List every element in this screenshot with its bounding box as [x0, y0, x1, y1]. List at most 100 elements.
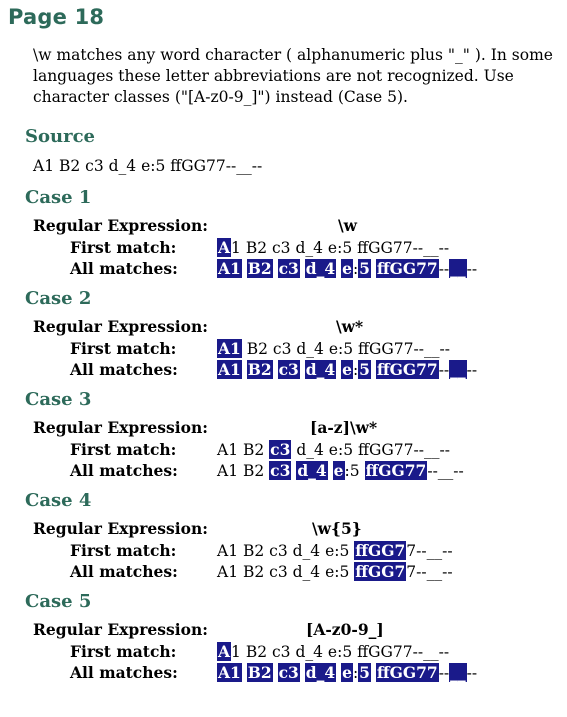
unmatched-text: --__-- — [427, 462, 464, 480]
match-highlight: ffGG77 — [375, 360, 439, 379]
unmatched-text: A1 B2 — [217, 441, 270, 459]
first-match-text: A1 B2 c3 d_4 e:5 ffGG77--__-- — [217, 339, 450, 358]
unmatched-text — [273, 361, 278, 379]
unmatched-text — [300, 664, 305, 682]
regex-label: Regular Expression: — [33, 418, 208, 437]
unmatched-text: A1 B2 c3 d_4 e:5 — [217, 542, 355, 560]
match-highlight: A1 — [217, 339, 242, 358]
all-match-text: A1 B2 c3 d_4 e:5 ffGG77--__-- — [217, 562, 453, 581]
all-match-text: A1 B2 c3 d_4 e:5 ffGG77--__-- — [217, 663, 477, 682]
match-highlight: c3 — [277, 259, 300, 278]
match-highlight: ffGG7 — [354, 541, 407, 560]
match-highlight: e — [332, 461, 345, 480]
unmatched-text — [242, 664, 247, 682]
match-highlight: e — [341, 663, 353, 682]
unmatched-text: : — [352, 664, 359, 682]
unmatched-text — [242, 260, 247, 278]
regex-value: \w — [338, 216, 358, 235]
match-highlight: ffGG77 — [375, 663, 439, 682]
unmatched-text: A1 B2 — [217, 462, 270, 480]
source-text: A1 B2 c3 d_4 e:5 ffGG77--__-- — [33, 157, 263, 175]
intro-paragraph: \w matches any word character ( alphanum… — [33, 46, 553, 106]
all-match-label: All matches: — [70, 461, 178, 480]
unmatched-text: : — [352, 260, 359, 278]
case-5-regex-row: Regular Expression:[A-z0-9_] — [33, 620, 533, 639]
match-highlight: ffGG77 — [364, 461, 428, 480]
page-title: Page 18 — [8, 5, 105, 29]
unmatched-text: -- — [438, 361, 450, 379]
match-highlight: d_4 — [304, 360, 337, 379]
match-highlight: e — [341, 360, 353, 379]
unmatched-text — [273, 260, 278, 278]
unmatched-text: -- — [466, 361, 478, 379]
case-4-first-row: First match:A1 B2 c3 d_4 e:5 ffGG77--__-… — [0, 541, 560, 561]
match-highlight: __ — [449, 360, 467, 379]
match-highlight: A1 — [217, 259, 242, 278]
unmatched-text: 7--__-- — [406, 563, 453, 581]
case-1-regex-row: Regular Expression:\w — [33, 216, 533, 235]
case-2-heading: Case 2 — [25, 288, 92, 309]
unmatched-text: A1 B2 c3 d_4 e:5 — [217, 563, 355, 581]
match-highlight: A1 — [217, 663, 242, 682]
match-highlight: __ — [449, 259, 467, 278]
first-match-label: First match: — [70, 238, 177, 257]
case-1-first-row: First match: A1 B2 c3 d_4 e:5 ffGG77--__-… — [0, 238, 560, 258]
case-2-all-row: All matches:A1 B2 c3 d_4 e:5 ffGG77--__-… — [0, 360, 560, 380]
first-match-label: First match: — [70, 642, 177, 661]
regex-value: \w* — [336, 317, 364, 336]
all-match-text: A1 B2 c3 d_4 e:5 ffGG77--__-- — [217, 259, 477, 278]
unmatched-text: 1 B2 c3 d_4 e:5 ffGG77--__-- — [231, 643, 450, 661]
case-3-first-row: First match:A1 B2 c3 d_4 e:5 ffGG77--__-… — [0, 440, 560, 460]
match-highlight: A — [217, 238, 232, 257]
match-highlight: d_4 — [304, 663, 337, 682]
all-match-label: All matches: — [70, 663, 178, 682]
case-3-all-row: All matches: A1 B2 c3 d_4 e:5 ffGG77--__-… — [0, 461, 560, 481]
unmatched-text: -- — [466, 260, 478, 278]
case-5-heading: Case 5 — [25, 591, 92, 612]
unmatched-text — [242, 361, 247, 379]
match-highlight: d_4 — [296, 461, 328, 480]
first-match-text: A1 B2 c3 d_4 e:5 ffGG77--__-- — [217, 238, 449, 257]
all-match-label: All matches: — [70, 562, 178, 581]
regex-label: Regular Expression: — [33, 317, 208, 336]
unmatched-text: d_4 e:5 ffGG77--__-- — [291, 441, 450, 459]
unmatched-text: -- — [438, 664, 450, 682]
case-2-regex-row: Regular Expression: \w* — [33, 317, 533, 336]
unmatched-text — [273, 664, 278, 682]
all-match-text: A1 B2 c3 d_4 e:5 ffGG77--__-- — [217, 360, 477, 379]
case-1-heading: Case 1 — [25, 187, 92, 208]
unmatched-text: 1 B2 c3 d_4 e:5 ffGG77--__-- — [231, 239, 450, 257]
match-highlight: __ — [449, 663, 467, 682]
match-highlight: B2 — [246, 259, 273, 278]
unmatched-text: B2 c3 d_4 e:5 ffGG77--__-- — [241, 340, 450, 358]
first-match-text: A1 B2 c3 d_4 e:5 ffGG77--__-- — [217, 541, 453, 560]
match-highlight: ffGG7 — [354, 562, 407, 581]
case-1-all-row: All matches: A1 B2 c3 d_4 e:5 ffGG77--__-… — [0, 259, 560, 279]
match-highlight: A — [217, 642, 232, 661]
unmatched-text: 7--__-- — [406, 542, 453, 560]
match-highlight: A1 — [217, 360, 242, 379]
case-2-first-row: First match:A1 B2 c3 d_4 e:5 ffGG77--__-… — [0, 339, 560, 359]
case-3-heading: Case 3 — [25, 389, 92, 410]
regex-value: [a-z]\w* — [310, 418, 378, 437]
unmatched-text — [300, 260, 305, 278]
unmatched-text: -- — [466, 664, 478, 682]
match-highlight: c3 — [277, 360, 300, 379]
match-highlight: ffGG77 — [375, 259, 439, 278]
all-match-text: A1 B2 c3 d_4 e:5 ffGG77--__-- — [217, 461, 464, 480]
match-highlight: 5 — [358, 663, 371, 682]
unmatched-text — [300, 361, 305, 379]
match-highlight: c3 — [269, 440, 292, 459]
first-match-text: A1 B2 c3 d_4 e:5 ffGG77--__-- — [217, 642, 449, 661]
case-4-heading: Case 4 — [25, 490, 92, 511]
all-match-label: All matches: — [70, 259, 178, 278]
unmatched-text: -- — [438, 260, 450, 278]
case-4-regex-row: Regular Expression: \w{5} — [33, 519, 533, 538]
regex-value: \w{5} — [312, 519, 362, 538]
regex-label: Regular Expression: — [33, 519, 208, 538]
case-3-regex-row: Regular Expression: [a-z]\w* — [33, 418, 533, 437]
match-highlight: d_4 — [304, 259, 337, 278]
match-highlight: c3 — [269, 461, 292, 480]
case-5-all-row: All matches: A1 B2 c3 d_4 e:5 ffGG77--__-… — [0, 663, 560, 683]
source-heading: Source — [25, 126, 95, 147]
